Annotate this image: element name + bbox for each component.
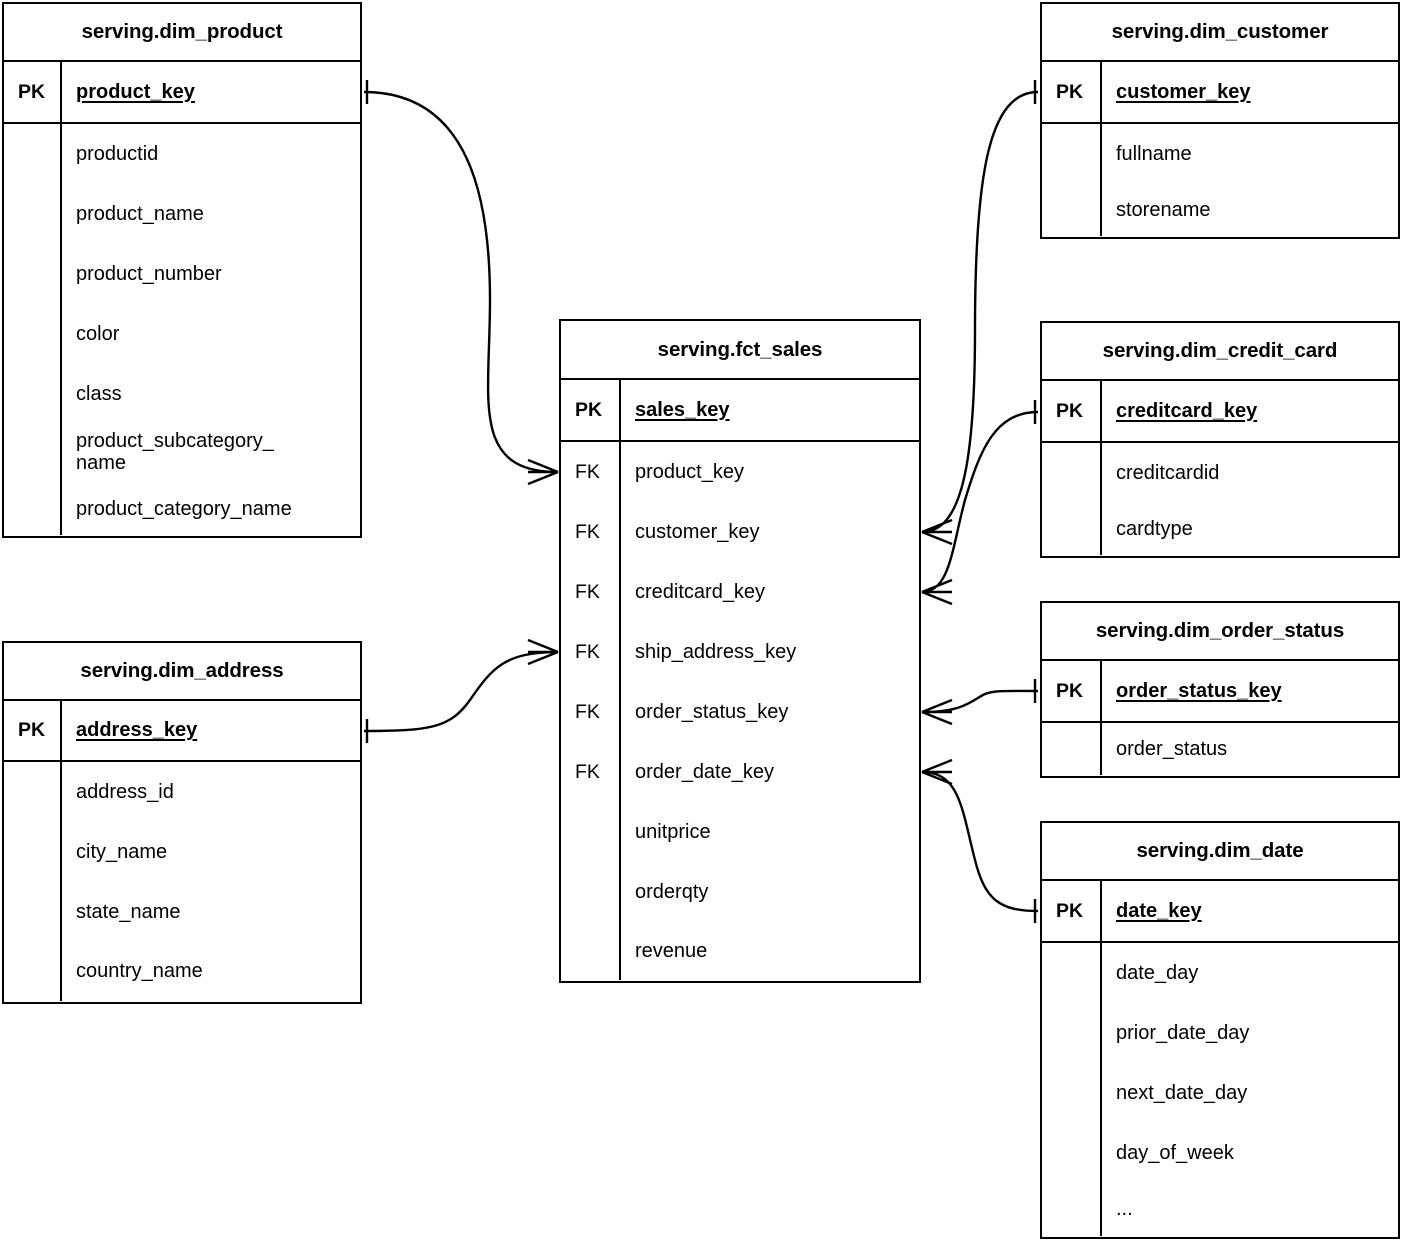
pk-field-dim-address: address_key [76,719,198,742]
field-row: revenue [635,939,708,962]
entity-title-dim-credit-card: serving.dim_credit_card [1042,323,1398,381]
field-row: fullname [1116,142,1192,165]
field-row: date_day [1116,961,1199,984]
field-row: creditcard_key [635,580,766,603]
relationship-customer [921,80,1039,546]
fk-tag: FK [575,640,600,663]
crowsfoot-product [527,458,559,486]
field-row: class [76,382,122,405]
pk-row-dim-product[interactable]: PK product_key [4,62,360,124]
entity-title-dim-date: serving.dim_date [1042,823,1398,881]
crowsfoot-address [527,638,559,666]
relationship-address [363,638,559,743]
field-list-fct-sales: FK FK FK FK FK FK product_key customer_k… [561,442,919,980]
field-row: customer_key [635,520,760,543]
field-row: storename [1116,198,1211,221]
entity-dim-product[interactable]: serving.dim_product PK product_key produ… [2,2,362,538]
relationship-orderstatus [921,679,1039,726]
entity-title-dim-order-status: serving.dim_order_status [1042,603,1398,661]
crowsfoot-creditcard [921,578,953,606]
field-row: ship_address_key [635,640,797,663]
field-row: city_name [76,840,168,863]
pk-field-dim-product: product_key [76,80,195,103]
field-row: order_status_key [635,700,789,723]
pk-field-dim-credit-card: creditcard_key [1116,399,1258,422]
fk-tag: FK [575,580,600,603]
crowsfoot-date [921,758,953,786]
pk-tag-dim-customer: PK [1056,80,1084,103]
pk-row-dim-credit-card[interactable]: PK creditcard_key [1042,381,1398,443]
field-list-dim-date: date_day prior_date_day next_date_day da… [1042,943,1398,1236]
field-list-dim-address: address_id city_name state_name country_… [4,762,360,1001]
entity-fct-sales[interactable]: serving.fct_sales PK sales_key FK FK FK … [559,319,921,983]
field-list-dim-credit-card: creditcardid cardtype [1042,443,1398,555]
entity-dim-address[interactable]: serving.dim_address PK address_key addre… [2,641,362,1004]
entity-title-dim-customer: serving.dim_customer [1042,4,1398,62]
field-row: product_subcategory_ name [76,430,274,475]
pk-field-fct-sales: sales_key [635,398,730,421]
entity-title-dim-address: serving.dim_address [4,643,360,701]
pk-field-dim-date: date_key [1116,899,1202,922]
field-list-dim-product: productid product_name product_number co… [4,124,360,535]
field-row: country_name [76,960,203,983]
fk-tag: FK [575,460,600,483]
entity-dim-order-status[interactable]: serving.dim_order_status PK order_status… [1040,601,1400,778]
field-row: order_date_key [635,760,774,783]
pk-row-dim-date[interactable]: PK date_key [1042,881,1398,943]
field-row: order_status [1116,737,1228,760]
field-row: product_number [76,262,222,285]
crowsfoot-orderstatus [921,698,953,726]
pk-field-dim-customer: customer_key [1116,80,1251,103]
pk-row-dim-address[interactable]: PK address_key [4,701,360,762]
field-row: unitprice [635,820,711,843]
pk-tag-dim-address: PK [18,719,46,741]
field-row: cardtype [1116,517,1193,540]
entity-dim-date[interactable]: serving.dim_date PK date_key date_day pr… [1040,821,1400,1239]
field-row: state_name [76,900,181,923]
relationship-product [363,80,559,486]
pk-field-dim-order-status: order_status_key [1116,679,1282,702]
entity-title-dim-product: serving.dim_product [4,4,360,62]
entity-dim-customer[interactable]: serving.dim_customer PK customer_key ful… [1040,2,1400,239]
fk-tag: FK [575,760,600,783]
pk-tag-dim-product: PK [18,80,46,103]
pk-row-dim-order-status[interactable]: PK order_status_key [1042,661,1398,723]
relationship-creditcard [921,400,1039,606]
pk-tag-dim-order-status: PK [1056,679,1084,702]
entity-title-fct-sales: serving.fct_sales [561,321,919,380]
field-row: color [76,322,120,345]
entity-dim-credit-card[interactable]: serving.dim_credit_card PK creditcard_ke… [1040,321,1400,558]
pk-row-fct-sales[interactable]: PK sales_key [561,380,919,442]
pk-tag-dim-date: PK [1056,899,1084,922]
field-row: orderqty [635,880,709,903]
fk-tag: FK [575,700,600,723]
field-row: productid [76,142,159,165]
field-row: prior_date_day [1116,1021,1250,1044]
crowsfoot-customer [921,518,953,546]
field-row: product_key [635,460,744,483]
pk-tag-dim-credit-card: PK [1056,399,1084,422]
field-row: ... [1116,1198,1133,1221]
fk-tag: FK [575,520,600,543]
field-row: address_id [76,780,174,803]
field-row: next_date_day [1116,1081,1248,1104]
field-row: product_category_name [76,498,292,521]
field-row: creditcardid [1116,461,1220,484]
pk-tag-fct-sales: PK [575,398,603,421]
relationship-date [921,758,1039,923]
field-row: product_name [76,202,204,225]
field-list-dim-order-status: order_status [1042,723,1398,775]
field-list-dim-customer: fullname storename [1042,124,1398,236]
field-row: day_of_week [1116,1141,1234,1164]
pk-row-dim-customer[interactable]: PK customer_key [1042,62,1398,124]
